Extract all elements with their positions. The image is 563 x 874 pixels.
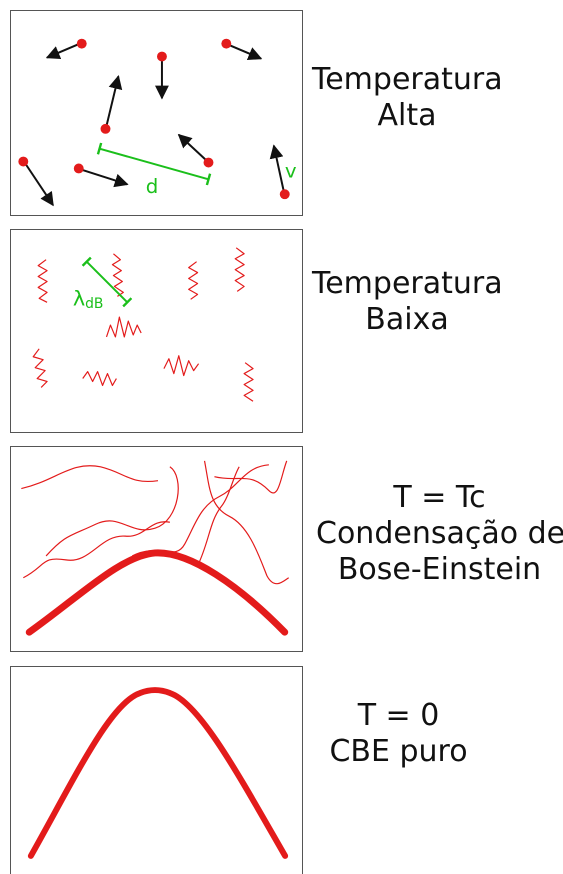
label-low-temperature: Temperatura Baixa [312, 266, 503, 338]
panel-low-temperature: λdB [10, 229, 303, 433]
velocity-label: v [285, 159, 297, 182]
label-line: Alta [377, 98, 437, 133]
condensation-diagram [21, 460, 290, 636]
panel-critical-temperature [10, 446, 303, 652]
label-line: T = 0 [357, 698, 440, 733]
distance-annotation: d [96, 142, 212, 198]
label-high-temperature: Temperatura Alta [312, 62, 503, 134]
distance-label: d [146, 175, 159, 198]
particle-2 [155, 51, 169, 100]
wave-line [197, 466, 240, 567]
condensate-peak [25, 549, 289, 636]
wave-packet [163, 355, 200, 377]
lambda-symbol: λdB [73, 286, 104, 312]
particle-6 [18, 156, 54, 207]
condensate-peak [27, 687, 289, 859]
wavelength-annotation: λdB [73, 256, 133, 312]
wave-packet [82, 371, 117, 387]
wave-line [21, 465, 159, 490]
wave-packet [243, 362, 254, 402]
label-zero-temperature: T = 0 CBE puro [316, 698, 481, 770]
wave-line [45, 466, 179, 557]
particle-5 [177, 133, 214, 168]
label-line: T = Tc [393, 480, 486, 515]
label-line: Temperatura [312, 266, 503, 301]
panel-high-temperature: d v [10, 10, 303, 216]
wave-packet [234, 247, 245, 292]
label-line: CBE puro [329, 734, 468, 769]
label-line: Condensação de [316, 516, 563, 551]
particle-8 [269, 144, 290, 200]
particle-3 [221, 38, 263, 61]
label-line: Baixa [365, 302, 449, 337]
wave-line [214, 460, 288, 494]
particle-1 [45, 38, 87, 60]
wave-packet [37, 259, 48, 303]
label-critical-temperature: T = Tc Condensação de Bose-Einstein [316, 480, 563, 588]
wave-packet [188, 261, 199, 300]
wave-packets-diagram: λdB [32, 247, 254, 402]
wave-packet [32, 348, 48, 388]
particle-7 [73, 163, 129, 188]
pure-condensate-diagram [27, 687, 289, 859]
particle-4 [100, 75, 123, 134]
label-line: Bose-Einstein [337, 552, 542, 587]
wave-line [203, 460, 290, 585]
panel-zero-temperature [10, 666, 303, 874]
label-line: Temperatura [312, 62, 503, 97]
particles-diagram: d v [18, 38, 297, 207]
wave-packet [105, 316, 142, 338]
